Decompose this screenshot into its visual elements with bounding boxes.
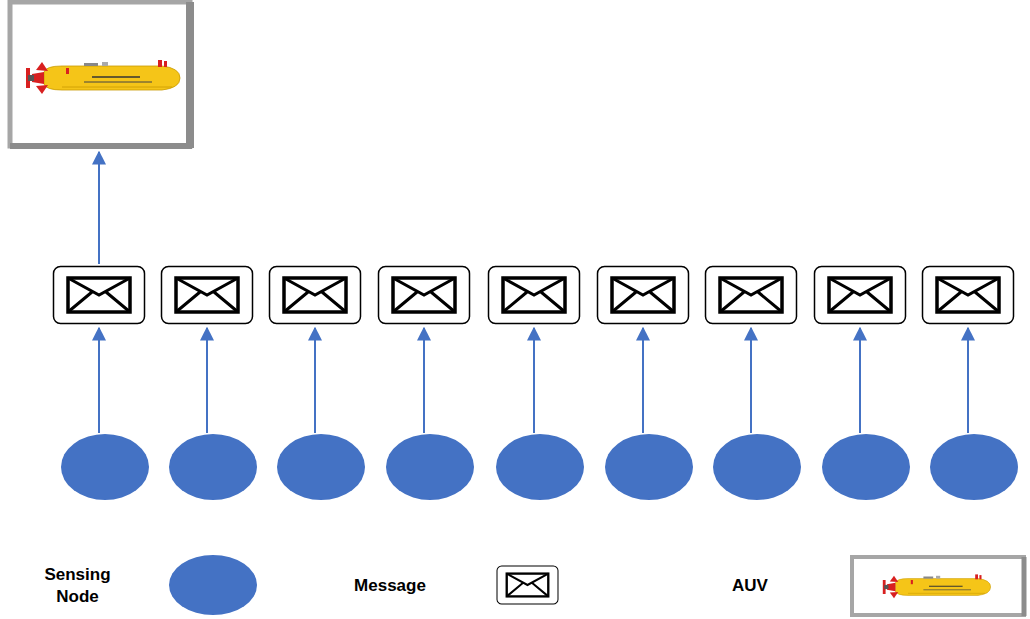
send-arrow (98, 328, 100, 433)
legend-label: AUV (700, 575, 800, 597)
auv-icon (10, 2, 192, 148)
message-sample (497, 566, 558, 604)
sensing-node (169, 434, 257, 500)
message-icon (270, 267, 361, 324)
legend-label: Message (330, 575, 450, 597)
send-arrow (642, 328, 644, 433)
message-icon (706, 267, 797, 324)
message-icon (489, 267, 580, 324)
sensing-node (605, 434, 693, 500)
send-arrow (533, 328, 535, 433)
message-icon (815, 267, 906, 324)
sensing-node (386, 434, 474, 500)
message-icon (54, 267, 145, 324)
upload-arrow (98, 152, 100, 264)
send-arrow (206, 328, 208, 433)
send-arrow (314, 328, 316, 433)
sensing-node (822, 434, 910, 500)
send-arrow (750, 328, 752, 433)
auv-sample (852, 557, 1024, 616)
node-row (54, 267, 1019, 501)
message-icon (923, 267, 1014, 324)
sensing-node (930, 434, 1018, 500)
message-icon (162, 267, 253, 324)
message-icon (379, 267, 470, 324)
send-arrow (423, 328, 425, 433)
sensing-node (496, 434, 584, 500)
sensing-node-sample (169, 555, 257, 615)
legend-label: Sensing Node (30, 564, 125, 608)
message-icon (598, 267, 689, 324)
sensing-node (277, 434, 365, 500)
sensing-node (713, 434, 801, 500)
send-arrow (859, 328, 861, 433)
send-arrow (967, 328, 969, 433)
sensing-node (61, 434, 149, 500)
